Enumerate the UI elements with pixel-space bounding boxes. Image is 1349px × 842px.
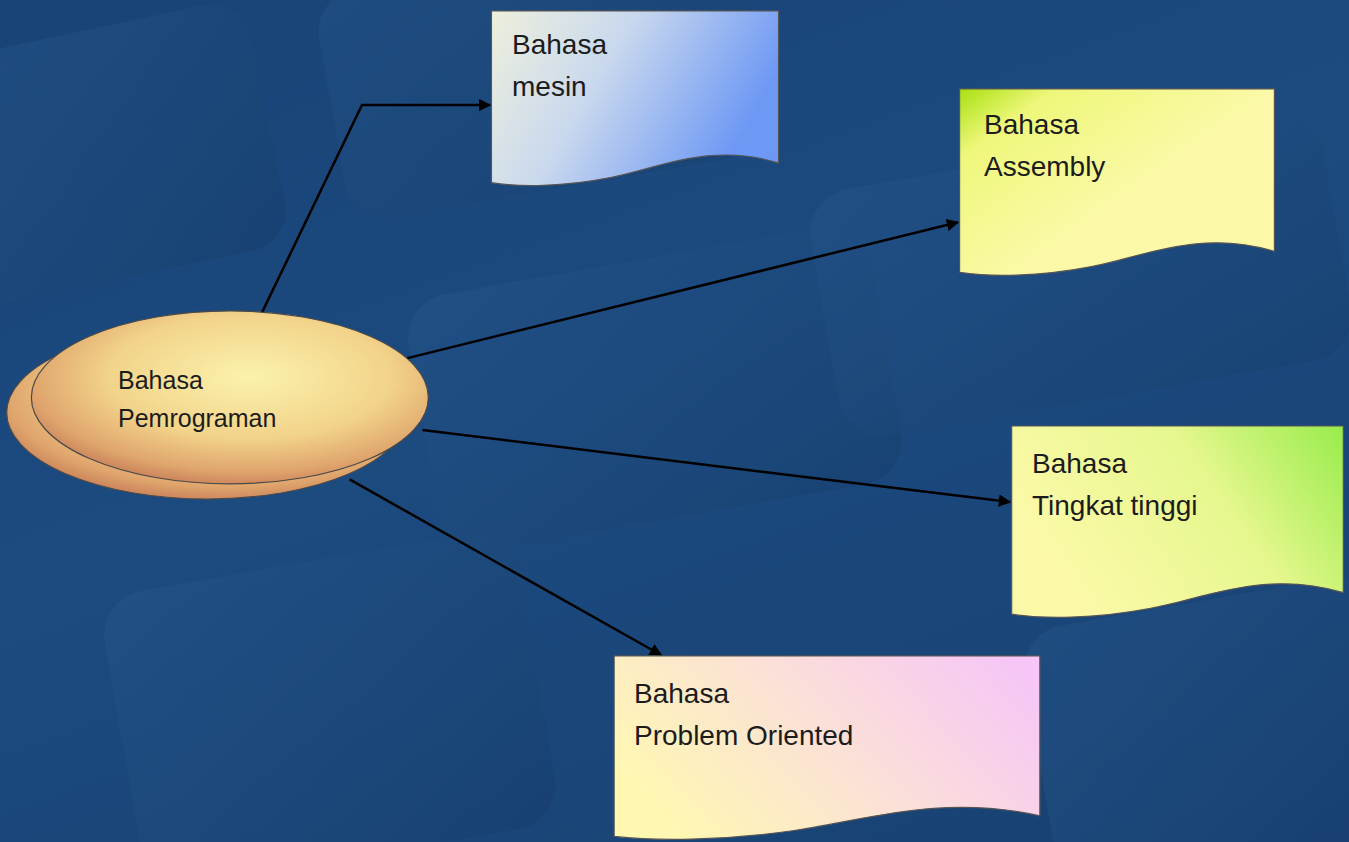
text-line: Bahasa — [1032, 443, 1198, 485]
wavy-box-node: Bahasa Problem Oriented — [612, 655, 1042, 842]
text-line: Assembly — [984, 146, 1105, 188]
text-line: Problem Oriented — [634, 715, 853, 757]
wavy-box-node: Bahasa Assembly — [958, 88, 1276, 278]
text-line: Pemrograman — [118, 400, 276, 438]
wavy-box-node: Bahasa Tingkat tinggi — [1010, 425, 1345, 620]
wavy-box-outline — [1012, 426, 1344, 617]
node-label: Bahasa Assembly — [984, 104, 1105, 188]
wavy-box-outline — [960, 89, 1275, 275]
node-label: Bahasa mesin — [512, 24, 607, 108]
wavy-box-outline — [614, 656, 1040, 839]
text-line: Tingkat tinggi — [1032, 485, 1198, 527]
arrow-connector — [350, 479, 661, 655]
arrow-connector — [262, 105, 490, 312]
node-label: Bahasa Pemrograman — [118, 362, 276, 437]
arrow-connector — [404, 222, 959, 359]
text-line: Bahasa — [984, 104, 1105, 146]
text-line: Bahasa — [512, 24, 607, 66]
wavy-box-node: Bahasa mesin — [490, 10, 780, 188]
ellipse-front — [31, 311, 428, 484]
text-line: Bahasa — [634, 673, 853, 715]
text-line: mesin — [512, 66, 607, 108]
text-line: Bahasa — [118, 362, 276, 400]
wavy-box-outline — [491, 11, 778, 186]
arrow-connector — [423, 430, 1011, 502]
node-label: Bahasa Tingkat tinggi — [1032, 443, 1198, 527]
node-label: Bahasa Problem Oriented — [634, 673, 853, 757]
ellipse-node: Bahasa Pemrograman — [5, 310, 430, 500]
